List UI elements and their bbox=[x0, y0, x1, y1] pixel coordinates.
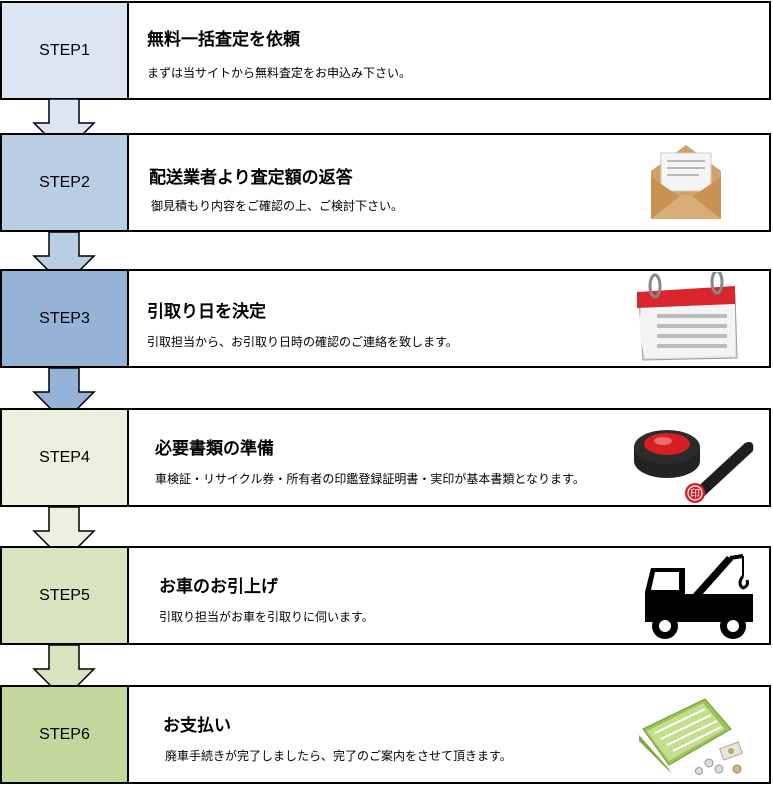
tow-truck-icon bbox=[645, 554, 753, 639]
step-description: まずは当サイトから無料査定をお申込み下さい。 bbox=[147, 66, 412, 80]
step-content: 無料一括査定を依頼 まずは当サイトから無料査定をお申込み下さい。 bbox=[127, 1, 771, 100]
step-title: 引取り日を決定 bbox=[147, 302, 266, 322]
down-arrow-icon bbox=[32, 644, 96, 701]
step-5: STEP5 お車のお引上げ 引取り担当がお車を引取りに伺います。 bbox=[0, 546, 771, 645]
step-description: 引取担当から、お引取り日時の確認のご連絡を致します。 bbox=[147, 335, 458, 349]
step-content: 配送業者より査定額の返答 御見積もり内容をご確認の上、ご検討下さい。 bbox=[127, 133, 771, 232]
step-description: 廃車手続きが完了しましたら、完了のご案内をさせて頂きます。 bbox=[165, 749, 512, 763]
step-description: 引取り担当がお車を引取りに伺います。 bbox=[159, 610, 374, 624]
step-1: STEP1 無料一括査定を依頼 まずは当サイトから無料査定をお申込み下さい。 bbox=[0, 1, 771, 100]
step-2: STEP2 配送業者より査定額の返答 御見積もり内容をご確認の上、ご検討下さい。 bbox=[0, 133, 771, 232]
seal-stamp-icon: 印 bbox=[634, 430, 754, 503]
step-content: お車のお引上げ 引取り担当がお車を引取りに伺います。 bbox=[127, 546, 771, 645]
step-content: 必要書類の準備 車検証・リサイクル券・所有者の印鑑登録証明書・実印が基本書類とな… bbox=[127, 408, 771, 507]
step-4: STEP4 必要書類の準備 車検証・リサイクル券・所有者の印鑑登録証明書・実印が… bbox=[0, 408, 771, 507]
step-title: 無料一括査定を依頼 bbox=[147, 30, 300, 50]
step-label: STEP6 bbox=[0, 685, 127, 784]
step-3: STEP3 引取り日を決定 引取担当から、お引取り日時の確認のご連絡を致します。 bbox=[0, 269, 771, 368]
step-content: お支払い 廃車手続きが完了しましたら、完了のご案内をさせて頂きます。 bbox=[127, 685, 771, 784]
step-label: STEP4 bbox=[0, 408, 127, 507]
step-title: 必要書類の準備 bbox=[155, 439, 274, 459]
calendar-icon bbox=[637, 272, 738, 361]
step-6: STEP6 お支払い 廃車手続きが完了しましたら、完了のご案内をさせて頂きます。 bbox=[0, 685, 771, 784]
step-label: STEP2 bbox=[0, 133, 127, 232]
stamp-glyph: 印 bbox=[690, 488, 700, 500]
step-description: 御見積もり内容をご確認の上、ご検討下さい。 bbox=[151, 199, 404, 213]
step-label: STEP1 bbox=[0, 1, 127, 100]
down-arrow-icon bbox=[32, 367, 96, 424]
step-description: 車検証・リサイクル券・所有者の印鑑登録証明書・実印が基本書類となります。 bbox=[155, 472, 585, 486]
step-content: 引取り日を決定 引取担当から、お引取り日時の確認のご連絡を致します。 bbox=[127, 269, 771, 368]
step-label: STEP3 bbox=[0, 269, 127, 368]
step-title: 配送業者より査定額の返答 bbox=[149, 168, 353, 188]
step-title: お車のお引上げ bbox=[159, 577, 278, 597]
step-title: お支払い bbox=[163, 716, 231, 736]
bankbook-icon bbox=[639, 698, 744, 775]
step-label: STEP5 bbox=[0, 546, 127, 645]
envelope-icon bbox=[651, 145, 721, 219]
